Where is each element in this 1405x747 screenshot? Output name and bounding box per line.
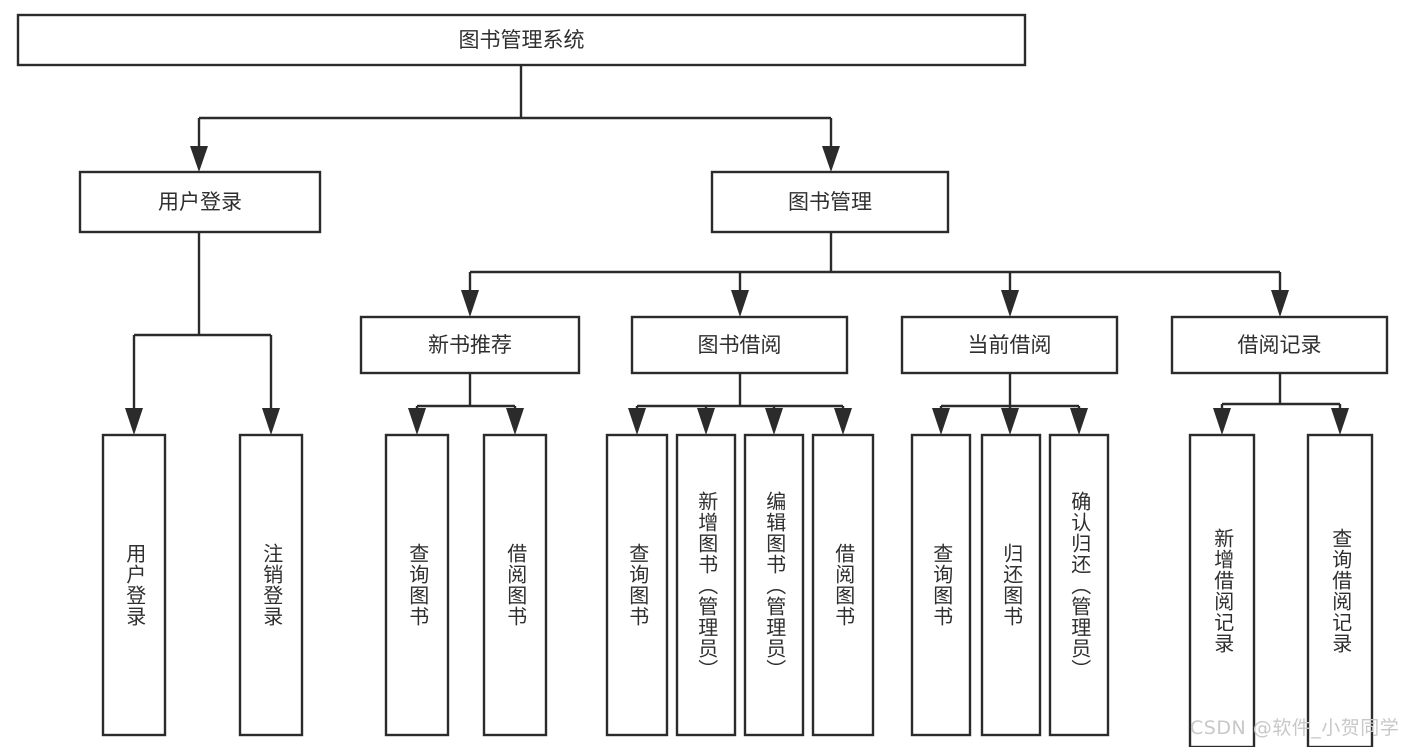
arrow-head-icon [834,408,852,435]
connector-record-to-leaves [1213,373,1349,435]
node-box-leaf-3[interactable] [482,433,548,737]
node-box-level2-0[interactable] [359,315,581,375]
node-box-level2-3[interactable] [1170,315,1389,375]
node-box-leaf-7[interactable] [811,433,875,737]
csdn-watermark: CSDN @软件_小贺同学 [1190,717,1400,739]
node-box-level1-1[interactable] [710,170,950,234]
connector-borrow-to-leaves [628,373,852,435]
arrow-head-icon [125,408,143,435]
node-box-leaf-9[interactable] [980,433,1042,737]
arrow-head-icon [822,146,840,172]
arrow-head-icon [932,408,950,435]
node-box-level2-1[interactable] [630,315,849,375]
arrow-head-icon [1331,408,1349,435]
connector-userlogin-to-leaves [125,232,280,435]
arrow-head-icon [731,290,749,317]
arrow-head-icon [765,408,783,435]
arrow-head-icon [1001,408,1019,435]
arrow-head-icon [628,408,646,435]
connector-current-to-leaves [932,373,1088,435]
node-box-leaf-5[interactable] [675,433,737,737]
connector-newbook-to-leaves [408,373,524,435]
arrow-head-icon [1070,408,1088,435]
node-box-level1-0[interactable] [78,170,322,234]
arrow-head-icon [697,408,715,435]
node-box-leaf-11[interactable] [1188,433,1256,747]
node-box-leaf-10[interactable] [1048,433,1110,737]
arrow-head-icon [1001,290,1019,317]
arrow-head-icon [262,408,280,435]
node-box-leaf-12[interactable] [1306,433,1374,747]
node-box-leaf-8[interactable] [910,433,972,737]
node-box-leaf-0[interactable] [101,433,167,737]
arrow-head-icon [408,408,426,435]
arrow-head-icon [461,290,479,317]
node-box-leaf-4[interactable] [605,433,669,737]
node-box-root[interactable] [16,13,1027,67]
connector-root-to-level1 [190,65,840,172]
node-box-level2-2[interactable] [900,315,1119,375]
arrow-head-icon [1213,408,1231,435]
arrow-head-icon [506,408,524,435]
node-box-leaf-6[interactable] [743,433,805,737]
node-box-leaf-2[interactable] [384,433,450,737]
arrow-head-icon [1271,290,1289,317]
arrow-head-icon [190,146,208,172]
node-box-leaf-1[interactable] [238,433,304,737]
connector-bookmgmt-to-level2 [461,232,1289,317]
